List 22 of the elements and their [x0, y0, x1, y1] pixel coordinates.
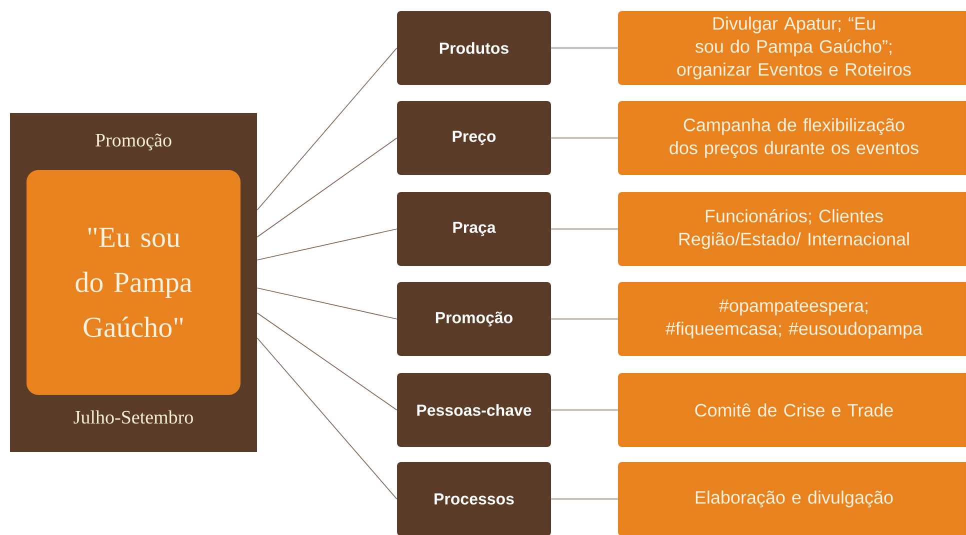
connector-line [256, 228, 398, 260]
detail-box: Elaboração e divulgação [618, 462, 966, 535]
category-box: Produtos [397, 11, 551, 85]
category-box: Pessoas-chave [397, 373, 551, 447]
connector-line [550, 228, 618, 230]
detail-box: Funcionários; Clientes Região/Estado/ Internacional [618, 192, 966, 266]
category-box: Preço [397, 101, 551, 175]
category-box: Processos [397, 462, 551, 535]
category-box: Promoção [397, 282, 551, 356]
campaign-box: "Eu sou do Pampa Gaúcho" [26, 170, 240, 395]
connector-line [256, 312, 398, 410]
connector-line [256, 338, 398, 500]
connector-line [256, 288, 398, 320]
category-box: Praça [397, 192, 551, 266]
connector-line [256, 48, 398, 210]
detail-box: Campanha de flexibilização dos preços durante os eventos [618, 101, 966, 175]
detail-box: #opampateespera; #fiqueemcasa; #eusoudopampa [618, 282, 966, 356]
connector-line [550, 318, 618, 320]
detail-box: Comitê de Crise e Trade [618, 373, 966, 447]
detail-box: Divulgar Apatur; “Eu sou do Pampa Gaúcho”; organizar Eventos e Roteiros [618, 11, 966, 85]
connector-line [550, 498, 618, 500]
connector-line [256, 138, 398, 238]
